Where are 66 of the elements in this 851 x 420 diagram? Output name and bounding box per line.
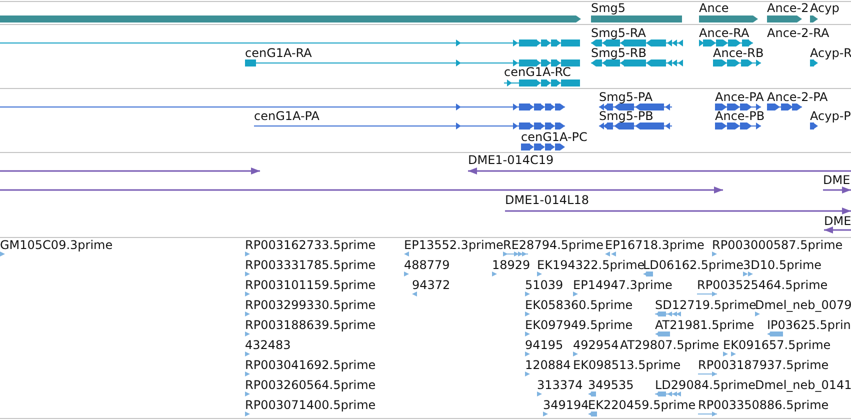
transcript-label: Ance-RB (713, 46, 764, 60)
gene-label: Ance (699, 1, 729, 15)
read-label: AT29807.5prime (620, 338, 720, 352)
clone-label: DME (823, 173, 850, 187)
read-label: 349535 (588, 378, 634, 392)
read-label: 488779 (404, 258, 450, 272)
read-label: RP003260564.5prime (245, 378, 376, 392)
read-label: EP16718.3prime (605, 238, 704, 252)
transcript-label: Ance-PB (715, 109, 765, 123)
read-label: 349194 (543, 398, 589, 412)
read-label: EK097949.5prime (525, 318, 633, 332)
transcript-label: Ance-2-RA (767, 26, 830, 40)
read-label: 51039 (525, 278, 564, 292)
read-label: RP003162733.5prime (245, 238, 376, 252)
clone-label: DME1-014L18 (505, 193, 589, 207)
transcript-label: cenG1A-RC (504, 65, 571, 79)
gene-label: Smg5 (591, 1, 626, 15)
read-label: RE28794.5prime (503, 238, 604, 252)
transcript-label: Ance-PA (715, 90, 764, 104)
read-label: 94195 (525, 338, 564, 352)
read-label: IP03625.5prin (767, 318, 851, 332)
read-label: RP003187937.5prime (698, 358, 829, 372)
read-label: RP003350886.5prime (698, 398, 829, 412)
read-label: RP003525464.5prime (697, 278, 828, 292)
read-label: 313374 (537, 378, 583, 392)
gene-label: Acyp (810, 1, 840, 15)
read-label: EK220459.5prime (588, 398, 696, 412)
read-label: RP003188639.5prime (245, 318, 376, 332)
read-label: EK098513.5prime (573, 358, 681, 372)
transcript-label: Ance-2-PA (767, 90, 828, 104)
read-label: RP003041692.5prime (245, 358, 376, 372)
transcript-label: cenG1A-PA (254, 109, 320, 123)
read-label: Dmel_neb_0141 (755, 378, 851, 392)
read-label: SD12719.5prime (655, 298, 756, 312)
read-label: RP003299330.5prime (245, 298, 376, 312)
clone-label: DME (824, 214, 851, 228)
transcript-label: Smg5-RB (591, 46, 646, 60)
read-label: 432483 (245, 338, 291, 352)
read-label: EP14947.3prime (573, 278, 672, 292)
read-label: GM105C09.3prime (0, 238, 113, 252)
read-label: LD06162.5prime (643, 258, 744, 272)
read-label: EK058360.5prime (525, 298, 633, 312)
clone-label: DME1-014C19 (468, 153, 554, 167)
read-label: 492954 (573, 338, 619, 352)
read-label: RP003071400.5prime (245, 398, 376, 412)
transcript-label: Smg5-PB (599, 109, 654, 123)
transcript-label: Smg5-RA (591, 26, 646, 40)
read-label: 120884 (525, 358, 571, 372)
transcript-label: Ance-RA (699, 26, 750, 40)
read-label: LD29084.5prime (655, 378, 756, 392)
gene-label: Ance-2 (767, 1, 809, 15)
read-label: RP003331785.5prime (245, 258, 376, 272)
read-label: AT21981.5prime (655, 318, 754, 332)
transcript-label: cenG1A-RA (245, 46, 312, 60)
read-label: Dmel_neb_0079 (755, 298, 851, 312)
read-label: EK194322.5prime (537, 258, 645, 272)
transcript-label: Smg5-PA (599, 90, 653, 104)
read-label: 18929 (492, 258, 530, 272)
transcript-label: cenG1A-PC (521, 130, 588, 144)
read-label: RP003101159.5prime (245, 278, 376, 292)
transcript-label: Acyp-P (810, 109, 851, 123)
read-label: EP13552.3prime (404, 238, 504, 252)
read-label: 94372 (412, 278, 450, 292)
read-label: 3D10.5prime (743, 258, 822, 272)
read-label: EK091657.5prime (723, 338, 831, 352)
read-label: RP003000587.5prime (712, 238, 843, 252)
